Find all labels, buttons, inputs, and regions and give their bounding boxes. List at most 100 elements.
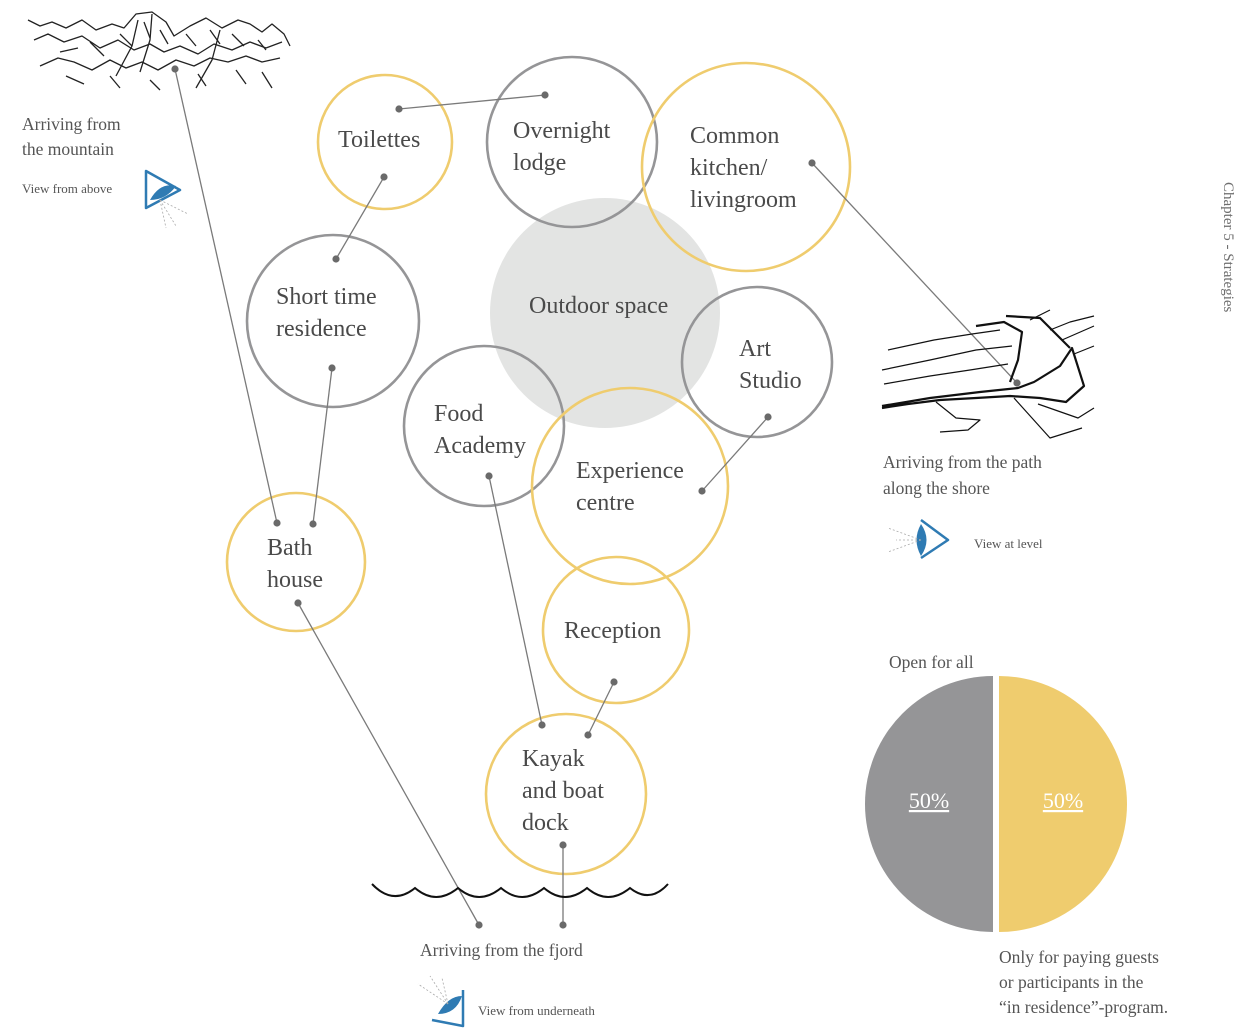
- overnight-lodge-circle: [485, 55, 659, 229]
- connector-reception-kayak: [587, 681, 615, 736]
- connector-kitchen-shore: [811, 162, 1018, 384]
- eye-from-underneath-icon: [417, 975, 465, 1028]
- bubble-food-academy: Food Academy: [402, 344, 566, 508]
- dot: [808, 159, 816, 167]
- dot: [538, 721, 546, 729]
- access-pie-chart: 50% 50%: [865, 676, 1127, 932]
- dot: [171, 65, 179, 73]
- connector-mountain-bath: [174, 68, 278, 524]
- dot: [309, 520, 317, 528]
- kayak-dock-label-line-2: and boat: [522, 778, 604, 804]
- experience-centre-label-line-2: centre: [576, 490, 635, 516]
- kayak-dock-label-line-1: Kayak: [522, 746, 585, 772]
- outdoor-space-circle: [490, 198, 720, 428]
- shore-sketch: [881, 309, 1095, 439]
- mountain-caption-line-1: Arriving from: [22, 114, 121, 134]
- common-kitchen-label-line-1: Common: [690, 123, 779, 149]
- dot: [294, 599, 302, 607]
- eye-from-above-icon: [144, 169, 189, 229]
- art-studio-circle: [680, 285, 834, 439]
- short-time-residence-label-line-1: Short time: [276, 284, 377, 310]
- bath-house-label-line-1: Bath: [267, 535, 312, 561]
- common-kitchen-circle: [640, 61, 852, 273]
- svg-text:Toilettes: Toilettes: [338, 127, 420, 153]
- pie-private-label-line-3: “in residence”-program.: [999, 997, 1168, 1017]
- connector-food-kayak: [488, 475, 543, 726]
- shore-caption-line-1: Arriving from the path: [883, 452, 1042, 472]
- svg-text:Short time residence: Short time residence: [276, 284, 383, 342]
- dot: [380, 173, 388, 181]
- dot: [698, 487, 706, 495]
- dot: [541, 91, 549, 99]
- connector-lines: [174, 68, 1018, 926]
- art-studio-label-line-2: Studio: [739, 368, 802, 394]
- experience-centre-label-line-1: Experience: [576, 458, 684, 484]
- dot: [395, 105, 403, 113]
- experience-centre-circle: [530, 386, 730, 586]
- kayak-dock-label-line-3: dock: [522, 810, 569, 836]
- svg-text:Kayak and boat doc: Kayak and boat dock: [522, 746, 610, 836]
- short-time-residence-label-line-2: residence: [276, 316, 367, 342]
- pie-private-label-line-1: Only for paying guests: [999, 947, 1159, 967]
- fjord-view-label: View from underneath: [478, 1003, 595, 1018]
- dot: [764, 413, 772, 421]
- svg-text:Bath house: Bath house: [267, 535, 323, 593]
- overnight-lodge-label-line-1: Overnight: [513, 118, 611, 144]
- mountain-view-label: View from above: [22, 181, 112, 196]
- kayak-dock-circle: [484, 712, 648, 876]
- pie-slice-open: [865, 676, 993, 932]
- dot: [559, 841, 567, 849]
- outdoor-space-label: Outdoor space: [529, 293, 668, 319]
- shore-view-label: View at level: [974, 536, 1043, 551]
- dot: [559, 921, 567, 929]
- fjord-waves: [371, 883, 669, 898]
- pie-open-label: Open for all: [889, 652, 974, 672]
- svg-text:Common kitchen/ li: Common kitchen/ livingroom: [690, 123, 797, 213]
- food-academy-label-line-2: Academy: [434, 433, 526, 459]
- art-studio-label-line-1: Art: [739, 336, 771, 362]
- svg-text:Art Studio: Art Studio: [739, 336, 802, 394]
- connector-dots: [171, 65, 1021, 929]
- toilettes-circle: [316, 73, 454, 211]
- toilettes-label: Toilettes: [338, 127, 420, 153]
- bubble-toilettes: Toilettes: [316, 73, 454, 211]
- food-academy-label-line-1: Food: [434, 401, 483, 427]
- dot: [610, 678, 618, 686]
- overnight-lodge-label-line-2: lodge: [513, 150, 566, 176]
- common-kitchen-label-line-3: livingroom: [690, 187, 797, 213]
- pie-slice-private: [999, 676, 1127, 932]
- dot: [584, 731, 592, 739]
- dot: [485, 472, 493, 480]
- food-academy-circle: [402, 344, 566, 508]
- bubble-experience-centre: Experience centre: [530, 386, 730, 586]
- dot: [273, 519, 281, 527]
- connector-art-experience: [701, 416, 769, 492]
- pie-slice-value-label: 50%: [909, 788, 949, 813]
- pie-slice-value-label: 50%: [1043, 788, 1083, 813]
- dot: [475, 921, 483, 929]
- svg-text:Only for paying guests or: Only for paying guests or participants i…: [999, 947, 1168, 1017]
- mountain-sketch: [27, 11, 291, 91]
- bubble-overnight-lodge: Overnight lodge: [485, 55, 659, 229]
- bubble-common-kitchen: Common kitchen/ livingroom: [640, 61, 852, 273]
- svg-text:Arriving from the mountain: Arriving from the mountain: [22, 114, 125, 159]
- connector-bath-fjord: [297, 602, 480, 926]
- bubble-short-time-residence: Short time residence: [245, 233, 421, 409]
- dot: [332, 255, 340, 263]
- bubble-art-studio: Art Studio: [680, 285, 834, 439]
- connector-residence-bath: [312, 367, 333, 525]
- short-time-residence-circle: [245, 233, 421, 409]
- fjord-caption: Arriving from the fjord: [420, 940, 583, 960]
- reception-circle: [541, 555, 691, 705]
- bubble-bath-house: Bath house: [225, 491, 367, 633]
- svg-text:Arriving from the path alo: Arriving from the path along the shore: [883, 452, 1046, 498]
- pie-private-label-line-2: or participants in the: [999, 972, 1144, 992]
- dot: [328, 364, 336, 372]
- bath-house-circle: [225, 491, 367, 633]
- svg-text:Experience centre: Experience centre: [576, 458, 690, 516]
- shore-caption-line-2: along the shore: [883, 478, 990, 498]
- mountain-caption-line-2: the mountain: [22, 139, 114, 159]
- dot: [1013, 379, 1021, 387]
- common-kitchen-label-line-2: kitchen/: [690, 155, 768, 181]
